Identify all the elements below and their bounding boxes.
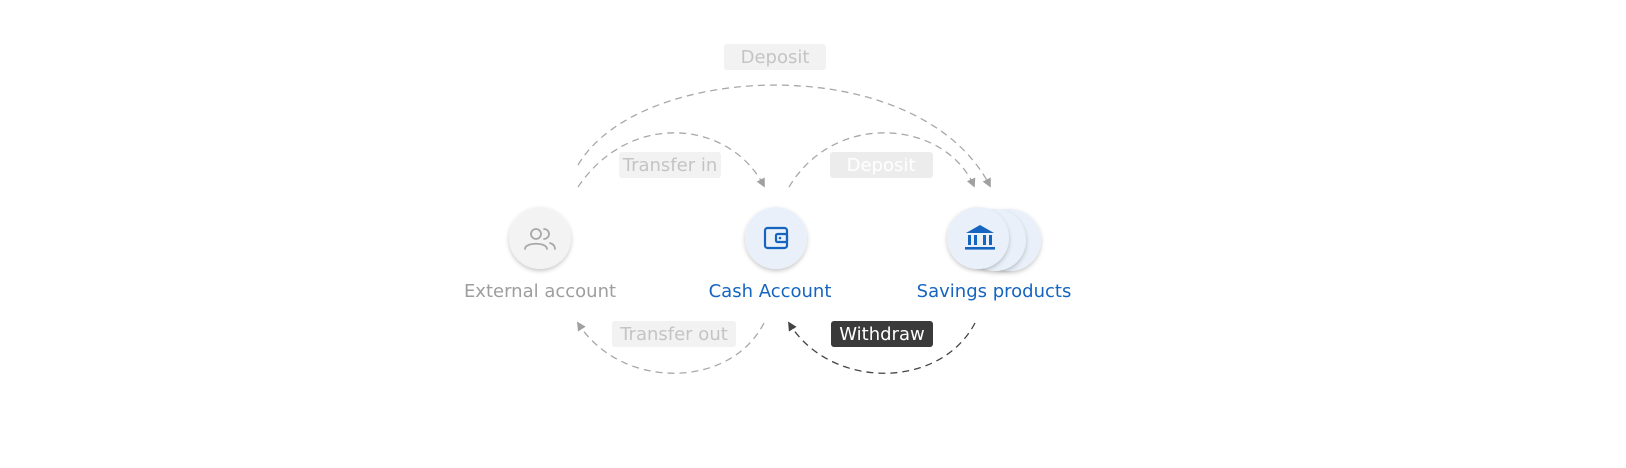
- pill-deposit-cash-to-savings[interactable]: Deposit: [830, 152, 933, 178]
- node-external-account[interactable]: External account: [464, 207, 616, 302]
- pill-deposit-external-to-savings[interactable]: Deposit: [724, 44, 826, 70]
- arc-deposit-external-to-savings: [577, 84, 991, 188]
- people-icon: [524, 228, 556, 250]
- node-savings-products[interactable]: Savings products: [917, 207, 1072, 302]
- pill-transfer-out[interactable]: Transfer out: [612, 321, 736, 347]
- stack-card-front: [947, 207, 1009, 269]
- node-cash-account[interactable]: Cash Account: [709, 207, 832, 302]
- pill-label: Transfer out: [619, 324, 728, 345]
- node-label: Cash Account: [709, 281, 832, 302]
- pill-label: Withdraw: [839, 324, 924, 345]
- pill-withdraw[interactable]: Withdraw: [831, 321, 933, 347]
- pill-label: Deposit: [847, 155, 916, 176]
- pill-transfer-in[interactable]: Transfer in: [619, 152, 721, 178]
- arc-transfer-in: [577, 132, 765, 188]
- node-label: External account: [464, 281, 616, 302]
- arc-withdraw: [788, 321, 976, 374]
- bank-icon: [965, 225, 995, 250]
- pill-label: Transfer in: [622, 155, 718, 176]
- arc-transfer-out: [577, 321, 765, 374]
- arc-deposit-cash-to-savings: [788, 132, 976, 188]
- wallet-icon: [763, 226, 789, 250]
- node-label: Savings products: [917, 281, 1072, 302]
- pill-label: Deposit: [741, 47, 810, 68]
